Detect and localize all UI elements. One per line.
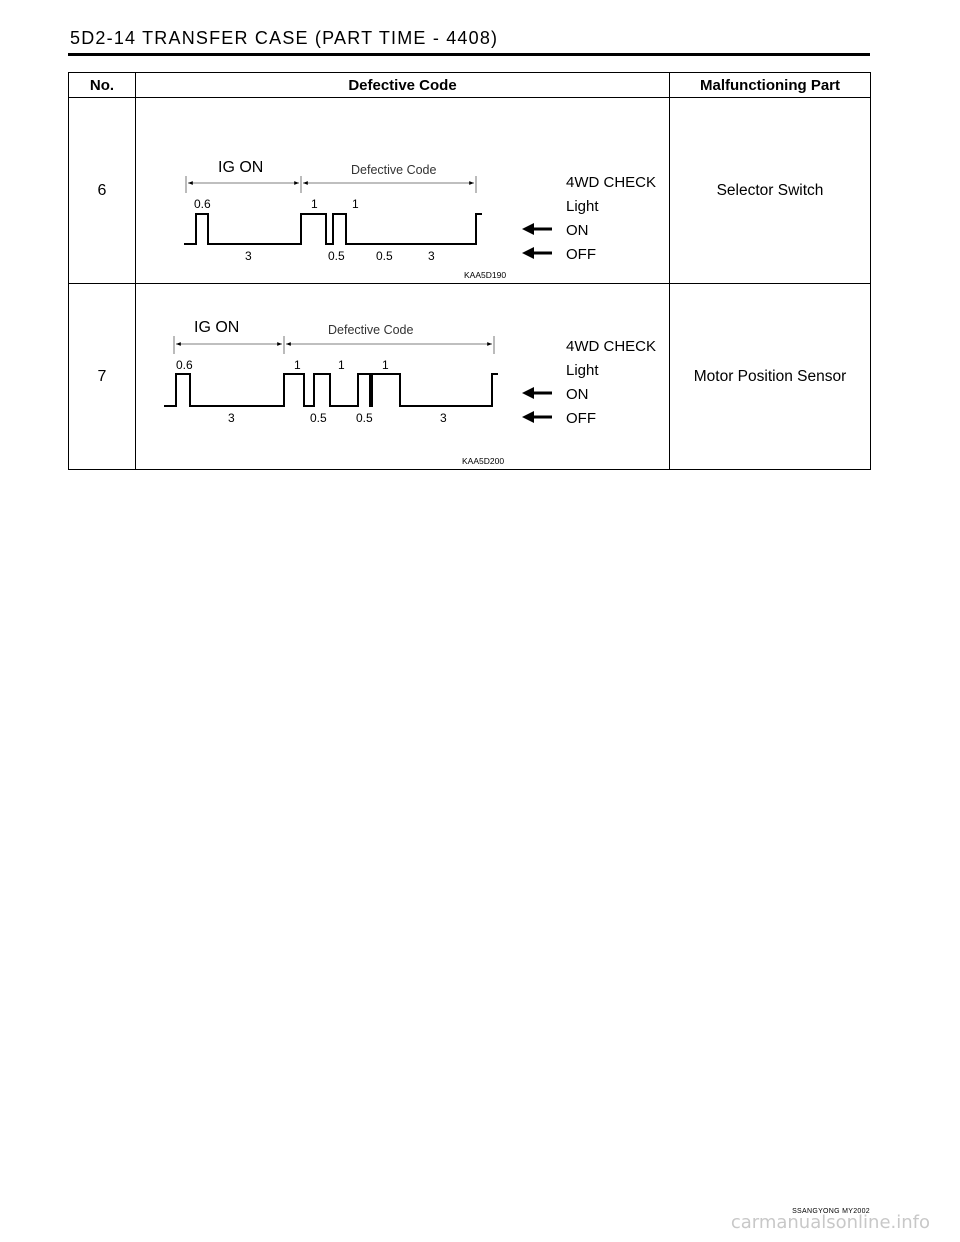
col-header-defective-code: Defective Code xyxy=(135,72,670,98)
pulse-waveform xyxy=(164,373,498,407)
legend-on: ON xyxy=(566,386,589,403)
arrow-off-icon xyxy=(522,247,552,259)
legend-off: OFF xyxy=(566,410,596,427)
pulse-label-bottom-1: 0.5 xyxy=(328,249,345,263)
pulse-label-bottom-3: 3 xyxy=(440,411,447,425)
pulse-label-bottom-2: 0.5 xyxy=(376,249,393,263)
pulse-label-bottom-3: 3 xyxy=(428,249,435,263)
pulse-label-top-1: 1 xyxy=(294,358,301,372)
pulse-label-top-1: 1 xyxy=(311,197,318,211)
legend-title: 4WD CHECK xyxy=(566,338,656,355)
pulse-label-bottom-0: 3 xyxy=(228,411,235,425)
col-header-no: No. xyxy=(68,72,136,98)
pulse-label-top-2: 1 xyxy=(338,358,345,372)
pulse-label-bottom-2: 0.5 xyxy=(356,411,373,425)
pulse-label-top-3: 1 xyxy=(382,358,389,372)
page-footer: SSANGYONG MY2002 xyxy=(792,1208,870,1215)
figure-id: KAA5D190 xyxy=(464,270,506,280)
code-diagram-cell: IG ON Defective Code 0.6 1 1 1 3 xyxy=(135,283,670,470)
table-row: 6 IG ON Defective Code xyxy=(68,97,871,284)
ig-on-label: IG ON xyxy=(218,159,263,176)
malfunctioning-part: Selector Switch xyxy=(669,97,871,284)
dimension-lines xyxy=(173,336,495,354)
pulse-label-bottom-0: 3 xyxy=(245,249,252,263)
code-waveform-diagram: IG ON Defective Code 0.6 1 1 3 0.5 xyxy=(184,159,656,280)
arrow-on-icon xyxy=(522,387,552,399)
legend-off: OFF xyxy=(566,246,596,263)
arrow-on-icon xyxy=(522,223,552,235)
table-header-row: No. Defective Code Malfunctioning Part xyxy=(68,72,871,98)
malfunctioning-part: Motor Position Sensor xyxy=(669,283,871,470)
pulse-waveform xyxy=(184,213,482,245)
legend-light: Light xyxy=(566,362,599,379)
pulse-label-top-2: 1 xyxy=(352,197,359,211)
legend-light: Light xyxy=(566,198,599,215)
ig-on-label: IG ON xyxy=(194,319,239,336)
page-title: 5D2-14 TRANSFER CASE (PART TIME - 4408) xyxy=(70,28,499,48)
defective-code-label: Defective Code xyxy=(351,163,437,177)
table-row: 7 IG ON Defective Code xyxy=(68,283,871,470)
watermark: carmanualsonline.info xyxy=(730,1212,930,1233)
defective-code-table: No. Defective Code Malfunctioning Part 6… xyxy=(68,72,871,470)
dimension-lines xyxy=(185,176,477,193)
pulse-label-top-0: 0.6 xyxy=(194,197,211,211)
figure-id: KAA5D200 xyxy=(462,456,504,466)
legend-title: 4WD CHECK xyxy=(566,174,656,191)
code-waveform-diagram: IG ON Defective Code 0.6 1 1 1 3 xyxy=(164,319,656,466)
legend-on: ON xyxy=(566,222,589,239)
pulse-label-top-0: 0.6 xyxy=(176,358,193,372)
row-number: 7 xyxy=(68,283,136,470)
code-diagram-cell: IG ON Defective Code 0.6 1 1 3 0.5 xyxy=(135,97,670,284)
col-header-malfunctioning-part: Malfunctioning Part xyxy=(669,72,871,98)
pulse-label-bottom-1: 0.5 xyxy=(310,411,327,425)
row-number: 6 xyxy=(68,97,136,284)
header-rule xyxy=(68,53,870,56)
defective-code-label: Defective Code xyxy=(328,323,414,337)
arrow-off-icon xyxy=(522,411,552,423)
